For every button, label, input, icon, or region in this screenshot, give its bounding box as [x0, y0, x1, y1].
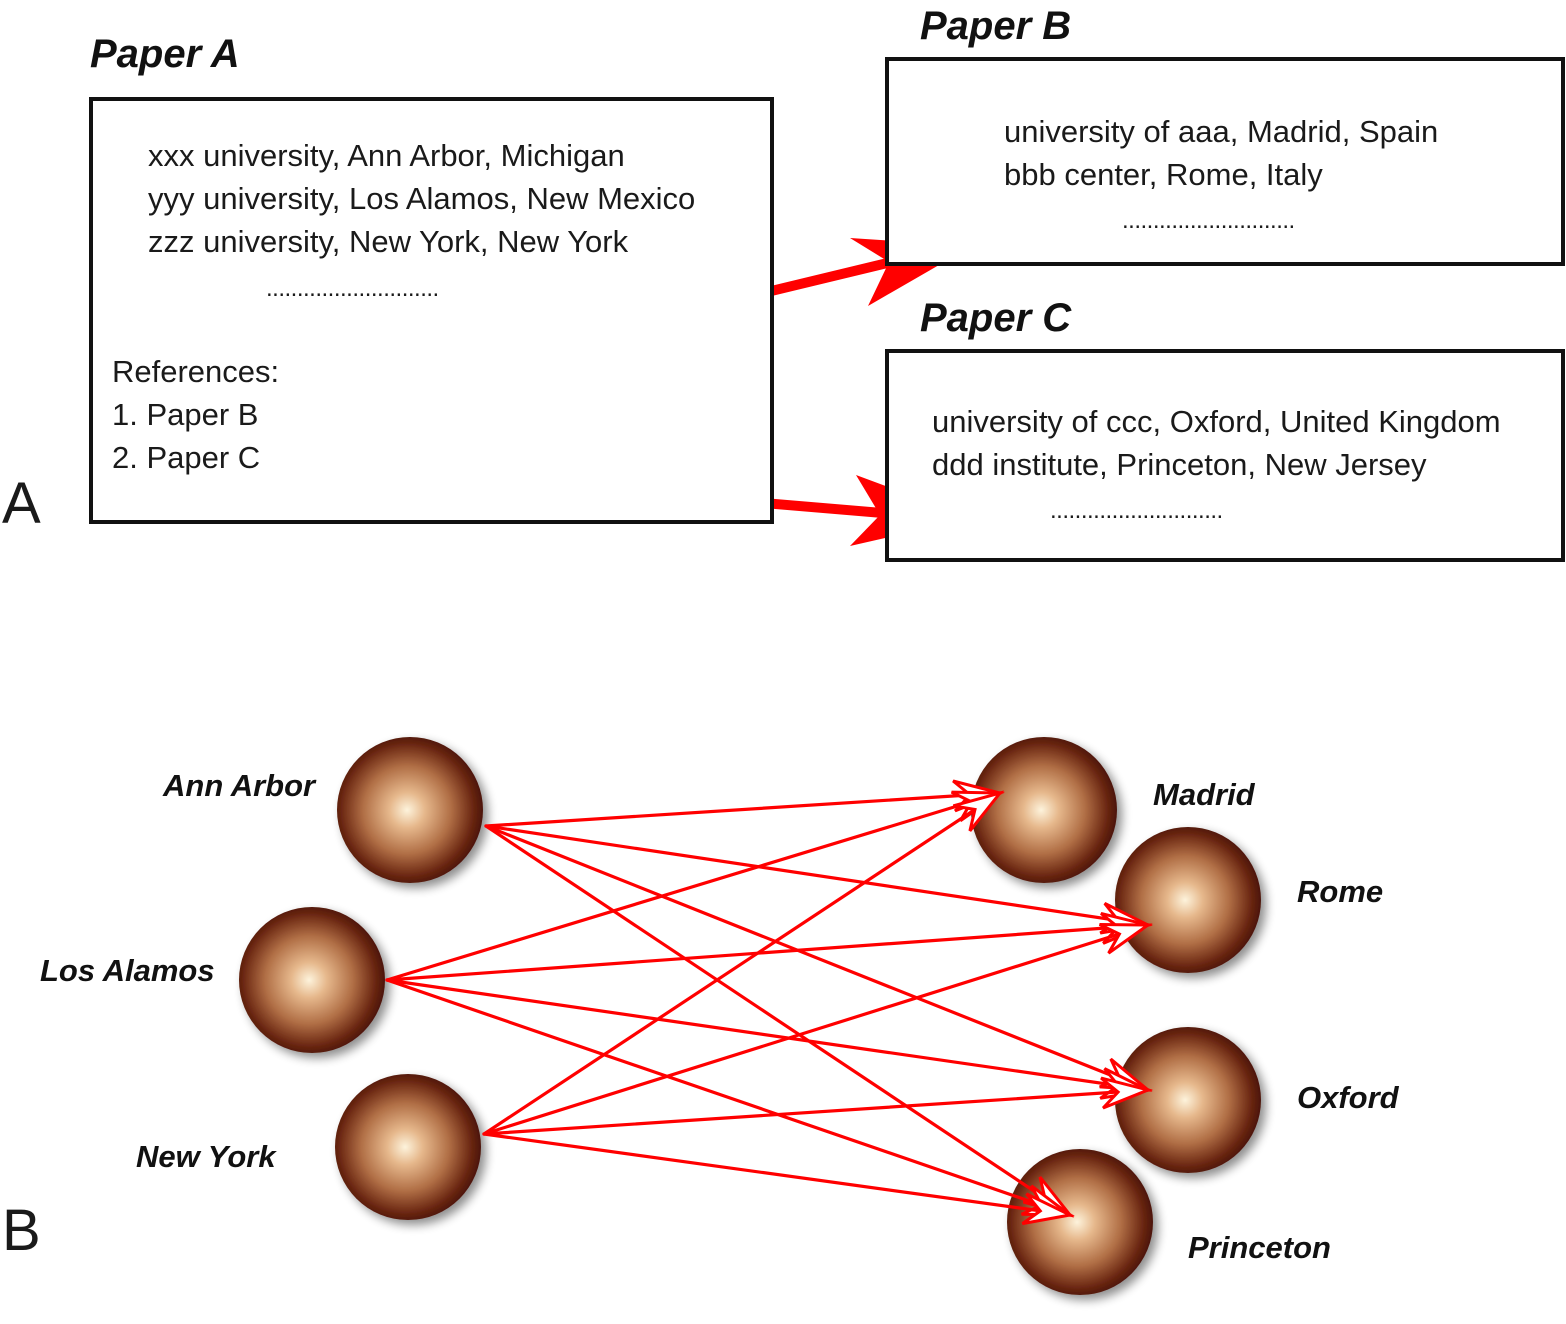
- node-label-new-york: New York: [136, 1139, 276, 1174]
- paper-b-box: [885, 57, 1565, 266]
- node-label-oxford: Oxford: [1297, 1080, 1399, 1115]
- paper-c-box: [885, 349, 1565, 562]
- paper-a-references-heading: References:: [112, 354, 280, 389]
- node-label-los-alamos: Los Alamos: [40, 953, 215, 988]
- paper-a-reference-1: 1. Paper B: [112, 397, 259, 432]
- paper-a-affiliation-2: yyy university, Los Alamos, New Mexico: [148, 181, 696, 216]
- edge-new-york-to-princeton: [482, 1132, 1075, 1226]
- paper-b-affiliation-2: bbb center, Rome, Italy: [1004, 157, 1323, 192]
- edge-ann-arbor-to-princeton: [484, 824, 1075, 1218]
- node-label-madrid: Madrid: [1153, 777, 1255, 812]
- node-los-alamos: [239, 907, 385, 1053]
- edge-new-york-to-rome: [482, 923, 1153, 1136]
- paper-a-box: [89, 97, 774, 524]
- paper-c-ellipsis: ............................: [1050, 497, 1223, 524]
- edge-new-york-to-madrid: [482, 790, 1005, 1136]
- node-rome: [1115, 827, 1261, 973]
- paper-c-title: Paper C: [920, 296, 1072, 340]
- paper-a-affiliation-1: xxx university, Ann Arbor, Michigan: [148, 138, 625, 173]
- node-oxford: [1115, 1027, 1261, 1173]
- paper-c-affiliation-2: ddd institute, Princeton, New Jersey: [932, 447, 1427, 482]
- paper-c-affiliation-1: university of ccc, Oxford, United Kingdo…: [932, 404, 1501, 439]
- edges-layer: [385, 779, 1153, 1226]
- edge-ann-arbor-to-madrid: [484, 779, 1005, 828]
- paper-a-reference-2: 2. Paper C: [112, 440, 261, 475]
- panel-label-b: B: [2, 1198, 41, 1263]
- edge-los-alamos-to-princeton: [385, 978, 1075, 1217]
- node-new-york: [335, 1074, 481, 1220]
- node-madrid: [971, 737, 1117, 883]
- paper-a-title: Paper A: [90, 32, 240, 76]
- paper-b-title: Paper B: [920, 4, 1072, 48]
- node-label-rome: Rome: [1297, 874, 1384, 909]
- edge-los-alamos-to-oxford: [385, 978, 1153, 1100]
- node-label-ann-arbor: Ann Arbor: [163, 768, 316, 803]
- paper-b-affiliation-1: university of aaa, Madrid, Spain: [1004, 114, 1439, 149]
- paper-b-ellipsis: ............................: [1122, 207, 1295, 234]
- edge-new-york-to-oxford: [482, 1076, 1153, 1136]
- node-ann-arbor: [337, 737, 483, 883]
- paper-a-affiliation-3: zzz university, New York, New York: [148, 224, 629, 259]
- panel-label-a: A: [2, 471, 41, 536]
- nodes-layer: [239, 737, 1261, 1295]
- node-label-princeton: Princeton: [1188, 1230, 1331, 1265]
- paper-a-ellipsis: ............................: [266, 275, 439, 302]
